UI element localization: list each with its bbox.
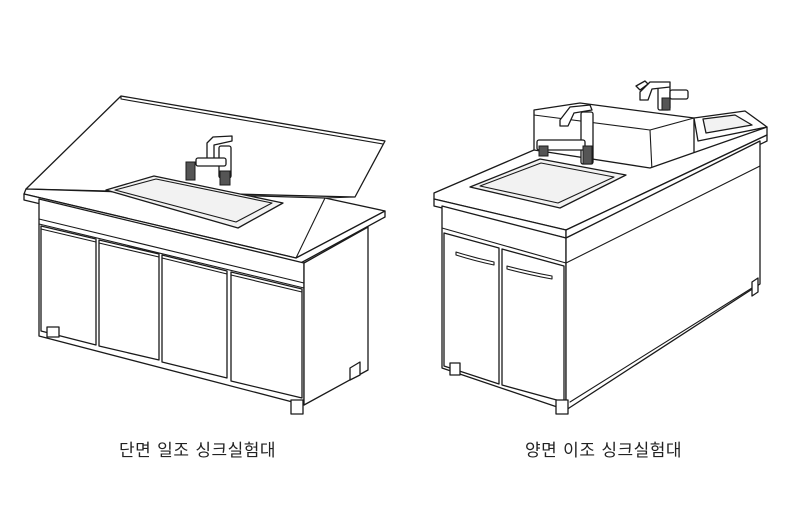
cabinet-side-right — [565, 140, 761, 411]
rear-faucet-icon — [635, 80, 689, 111]
cabinet-door-1[interactable] — [40, 225, 97, 346]
cabinet-side — [303, 226, 369, 406]
cabinet-door-left[interactable] — [443, 232, 500, 385]
back-splash — [25, 95, 386, 198]
door-handle-left[interactable] — [455, 251, 495, 266]
caption-double-sink-bench: 양면 이조 싱크실험대 — [525, 441, 683, 461]
cabinet-door-2[interactable] — [98, 239, 160, 361]
door-handle-right[interactable] — [506, 265, 553, 280]
double-sink-bench-illustration — [433, 80, 768, 415]
single-sink-bench-figure: 단면 일조 싱크실험대 — [23, 95, 386, 461]
caption-single-sink-bench: 단면 일조 싱크실험대 — [119, 441, 277, 461]
double-sink-bench-figure: 양면 이조 싱크실험대 — [400, 0, 791, 525]
cabinet-door-3[interactable] — [161, 254, 228, 379]
faucet-icon — [185, 135, 233, 186]
cabinet-door-4[interactable] — [230, 271, 303, 399]
sink-basin — [105, 175, 284, 229]
rear-sink-basin — [702, 114, 753, 134]
front-sink-basin — [469, 158, 627, 209]
front-faucet-icon — [536, 104, 594, 165]
single-sink-bench-illustration — [23, 95, 386, 415]
